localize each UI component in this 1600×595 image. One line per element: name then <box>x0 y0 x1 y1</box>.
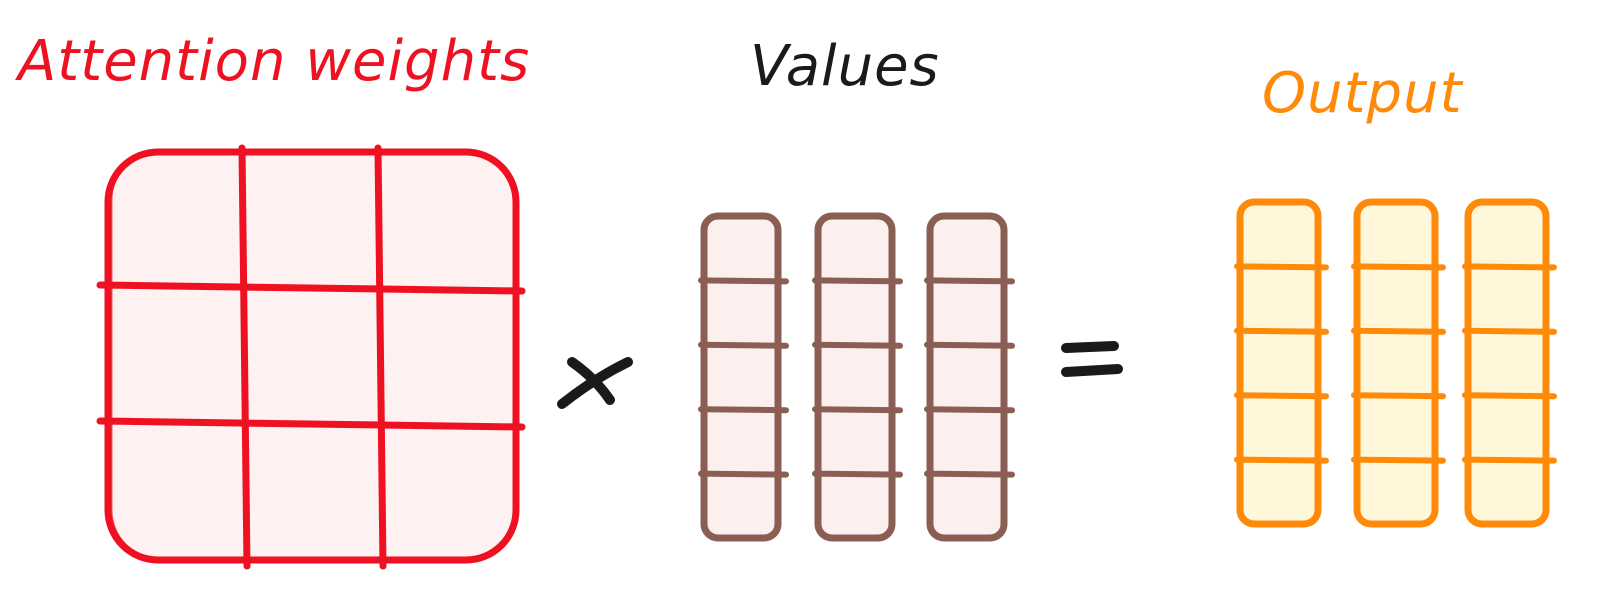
output-column-frame <box>1464 198 1550 528</box>
values-row-divider <box>698 277 789 285</box>
values-row-divider <box>812 470 903 478</box>
attention-matrix-col-divider <box>238 144 251 570</box>
attention-matrix-col-divider <box>374 144 387 570</box>
values-row-divider <box>698 406 789 414</box>
output-column <box>1462 198 1557 528</box>
values-row-divider <box>698 341 789 349</box>
output-column-frame <box>1236 198 1322 528</box>
values-column-frame <box>926 212 1008 542</box>
values-row-divider <box>812 406 903 414</box>
attention-matrix-row-divider <box>96 281 526 295</box>
output-row-divider <box>1462 327 1557 335</box>
attention-weights-matrix <box>96 144 526 570</box>
values-column <box>812 212 903 542</box>
output-row-divider <box>1351 263 1446 271</box>
output-row-divider <box>1462 392 1557 400</box>
output-row-divider <box>1351 456 1446 464</box>
values-row-divider <box>924 341 1015 349</box>
values-column <box>924 212 1015 542</box>
equals-icon <box>1061 341 1123 377</box>
attention-weights-label: Attention weights <box>15 29 530 94</box>
multiply-icon <box>557 357 633 409</box>
output-row-divider <box>1462 263 1557 271</box>
values-row-divider <box>698 470 789 478</box>
output-row-divider <box>1351 392 1446 400</box>
values-row-divider <box>924 406 1015 414</box>
output-row-divider <box>1234 263 1329 271</box>
output-row-divider <box>1234 327 1329 335</box>
values-matrix <box>698 212 1015 542</box>
output-row-divider <box>1234 456 1329 464</box>
values-row-divider <box>924 470 1015 478</box>
output-row-divider <box>1351 327 1446 335</box>
output-label: Output <box>1262 61 1464 126</box>
values-label: Values <box>750 34 940 99</box>
output-matrix <box>1234 198 1557 528</box>
attention-matrix-frame <box>104 148 520 564</box>
values-row-divider <box>812 277 903 285</box>
output-column <box>1234 198 1329 528</box>
values-column-frame <box>700 212 782 542</box>
values-column <box>698 212 789 542</box>
attention-matrix-frame-sketch <box>109 148 517 562</box>
output-row-divider <box>1234 392 1329 400</box>
output-row-divider <box>1462 456 1557 464</box>
attention-matrix-row-divider <box>96 417 526 431</box>
output-column <box>1351 198 1446 528</box>
values-row-divider <box>924 277 1015 285</box>
output-column-frame <box>1353 198 1439 528</box>
values-column-frame <box>814 212 896 542</box>
values-row-divider <box>812 341 903 349</box>
